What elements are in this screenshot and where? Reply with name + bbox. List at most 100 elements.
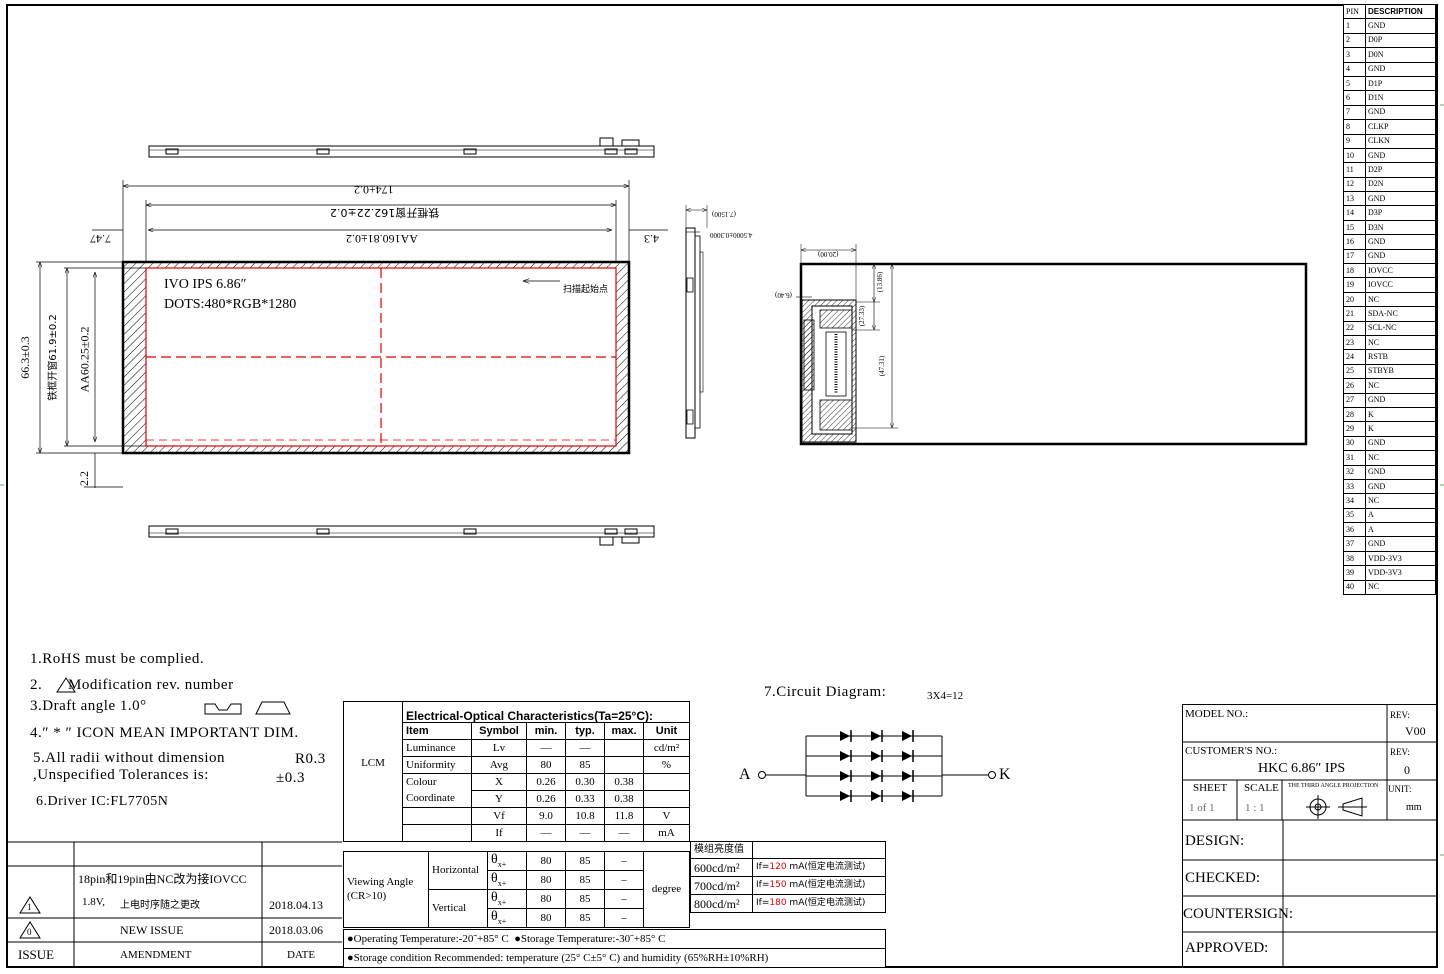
lum-cd: 800cd/m² [690, 894, 753, 913]
rev-label: REV: [1390, 710, 1410, 720]
view-max: – [604, 908, 644, 928]
theta-symbol: θ [491, 852, 498, 868]
view-row: θx+ 80 85 – [344, 870, 690, 890]
pin-description: NC [1365, 579, 1436, 596]
eo-max: 0.38 [604, 790, 644, 808]
eo-unit: mA [643, 824, 690, 842]
rev-header-date: DATE [287, 949, 316, 961]
pin-description: GND [1365, 435, 1436, 452]
pin-number: 21 [1343, 306, 1366, 322]
unit-value: mm [1406, 802, 1422, 813]
eo-unit [643, 773, 690, 791]
eo-row-colour: Colour X 0.26 0.30 0.38 [344, 773, 690, 791]
pin-number: 33 [1343, 478, 1366, 495]
pin-description: IOVCC [1365, 277, 1436, 293]
view-min: 80 [526, 851, 566, 871]
circuit-diagram [758, 730, 996, 802]
pin-description: GND [1365, 147, 1436, 164]
revision-icons [19, 896, 41, 939]
pin-number: 6 [1343, 90, 1366, 106]
eo-max: — [604, 824, 644, 842]
view-row: Viewing Angle (CR>10) Horizontal θx+ 80 … [343, 851, 690, 928]
pin-description: IOVCC [1365, 263, 1436, 279]
display-model-label: IVO IPS 6.86″ [164, 277, 247, 292]
eo-max: 0.38 [604, 773, 644, 791]
pin-description: D0N [1365, 47, 1436, 63]
rev2-value: 0 [1404, 763, 1410, 777]
rev1-date: 2018.04.13 [269, 898, 323, 912]
pin-number: 34 [1343, 493, 1366, 509]
width-dimensions [92, 180, 668, 262]
dim-rear-s: (6.40) [775, 291, 792, 299]
lum-if-prefix: If= [756, 880, 770, 890]
title-block [1182, 704, 1438, 968]
dim-rear-w: (20.00) [818, 250, 839, 258]
height-dimensions [36, 261, 146, 488]
eo-unit [643, 790, 690, 808]
rev0-text: NEW ISSUE [120, 923, 184, 937]
note-radii-value: R0.3 [295, 751, 326, 767]
rev0-mark: 0 [27, 927, 32, 937]
pin-number: 10 [1343, 147, 1366, 164]
design-label: DESIGN: [1185, 833, 1245, 849]
pin-number: 31 [1343, 450, 1366, 466]
theta-cell: θx+ [487, 870, 527, 890]
eo-min: 9.0 [526, 807, 566, 825]
pin-description: D2N [1365, 176, 1436, 193]
dim-bezel-height: 铁框开窗61.9±0.2 [47, 314, 59, 401]
pin-number: 15 [1343, 219, 1366, 236]
pin-description: GND [1365, 104, 1436, 121]
dim-bezel-width: 铁框开窗162.22±0.2 [330, 206, 440, 219]
pin-number: 30 [1343, 435, 1366, 452]
view-row: θx+ 80 85 – [344, 908, 690, 928]
pin-number: 11 [1343, 162, 1366, 178]
pin-description: CLKN [1365, 133, 1436, 149]
eo-min: — [526, 739, 566, 757]
pin-number: 1 [1343, 18, 1366, 34]
pin-number: 13 [1343, 191, 1366, 207]
eo-item [402, 807, 472, 825]
storage-temperature: Storage Temperature:-30˜+85° C [520, 932, 666, 945]
side-profile-view [685, 205, 708, 439]
pin-description: D1N [1365, 90, 1436, 106]
lum-if-suffix: mA(恒定电流测试) [786, 862, 866, 872]
pin-number: 18 [1343, 263, 1366, 279]
eo-header-item: Item [402, 722, 472, 740]
view-min: 80 [526, 889, 566, 909]
lum-cd: 700cd/m² [690, 876, 753, 895]
eo-max [604, 756, 644, 774]
theta-symbol: θ [491, 909, 498, 925]
eo-min: 0.26 [526, 790, 566, 808]
pin-number: 29 [1343, 421, 1366, 437]
theta-symbol: θ [491, 890, 498, 906]
vertical-label: Vertical [428, 889, 488, 928]
pin-number: 8 [1343, 119, 1366, 135]
sheet-label: SHEET [1193, 782, 1228, 794]
electrical-optical-table: LCM Electrical-Optical Characteristics(T… [343, 701, 690, 842]
bottom-side-view [148, 525, 655, 546]
pin-description: NC [1365, 450, 1436, 466]
pin-description: GND [1365, 536, 1436, 552]
note-driver-ic: 6.Driver IC:FL7705N [36, 794, 169, 809]
eo-header-row: Item Symbol min. typ. max. Unit [344, 722, 690, 740]
circuit-cathode-label: K [999, 766, 1011, 783]
eo-symbol: If [471, 824, 527, 842]
view-min: 80 [526, 908, 566, 928]
